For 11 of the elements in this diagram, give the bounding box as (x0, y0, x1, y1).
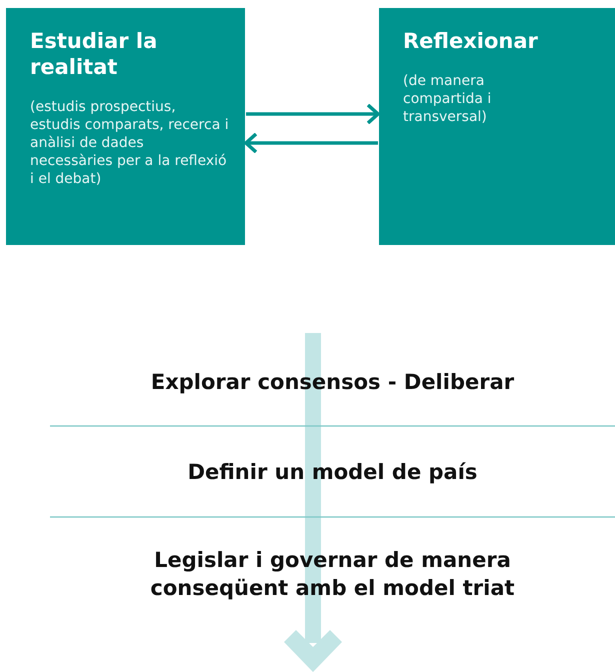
step-text: Definir un model de país (188, 459, 478, 486)
box-description: (estudis prospectius, estudis comparats, recerca i anàlisi de dades necessàries per a la reflexió i el debat) (30, 98, 230, 188)
box-title: Estudiar la realitat (30, 28, 158, 80)
box-title: Reflexionar (403, 28, 539, 54)
process-box (379, 8, 615, 245)
process-box (6, 8, 245, 245)
box-description: (de manera compartida i transversal) (403, 72, 492, 126)
arrow (244, 132, 378, 154)
step-text: Legislar i governar de manera conseqüent amb el model triat (149, 547, 516, 602)
arrow (246, 103, 380, 125)
step-text: Explorar consensos - Deliberar (150, 369, 514, 396)
